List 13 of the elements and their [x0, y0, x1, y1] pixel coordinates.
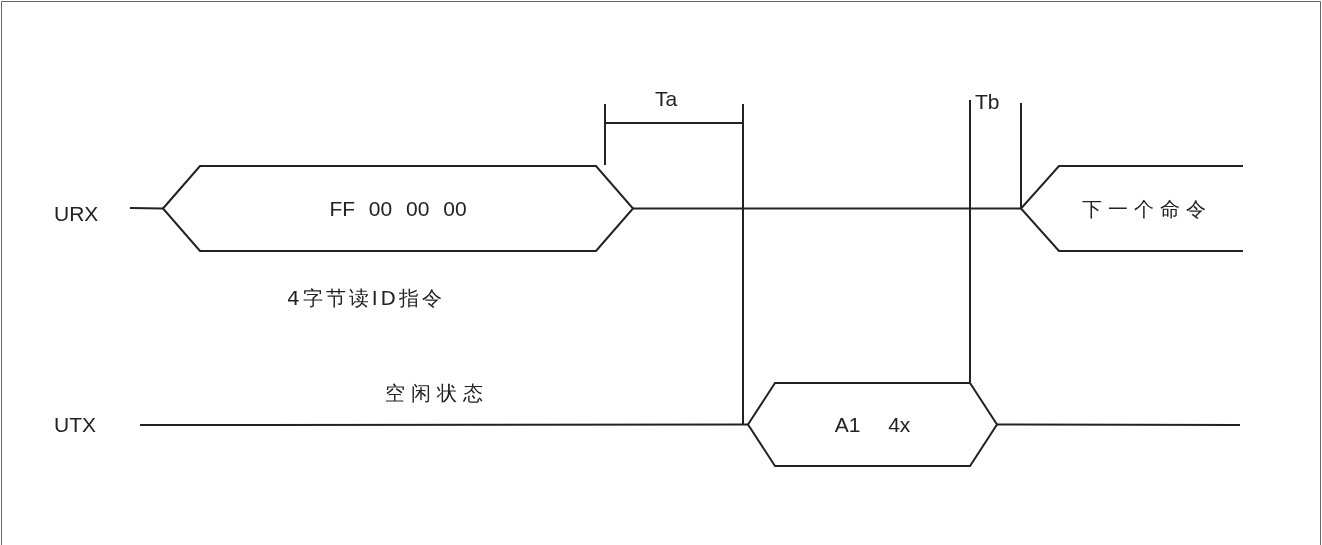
- signal-line: [129, 207, 164, 210]
- data-value: 下一个命令: [1081, 197, 1213, 220]
- signal-line: [139, 423, 749, 426]
- signal-line: [632, 207, 1022, 210]
- signal-name: UTX: [54, 413, 96, 437]
- timing-label: Tb: [975, 90, 1000, 114]
- state-text: 空闲状态: [385, 382, 489, 404]
- timing-label: Ta: [655, 87, 678, 111]
- data-value: FF 00 00 00: [328, 196, 468, 221]
- signal-line: [996, 423, 1241, 426]
- signal-name: URX: [54, 202, 99, 226]
- data-value: A1 4x: [833, 412, 912, 437]
- caption-text: 4字节读ID指令: [287, 287, 446, 309]
